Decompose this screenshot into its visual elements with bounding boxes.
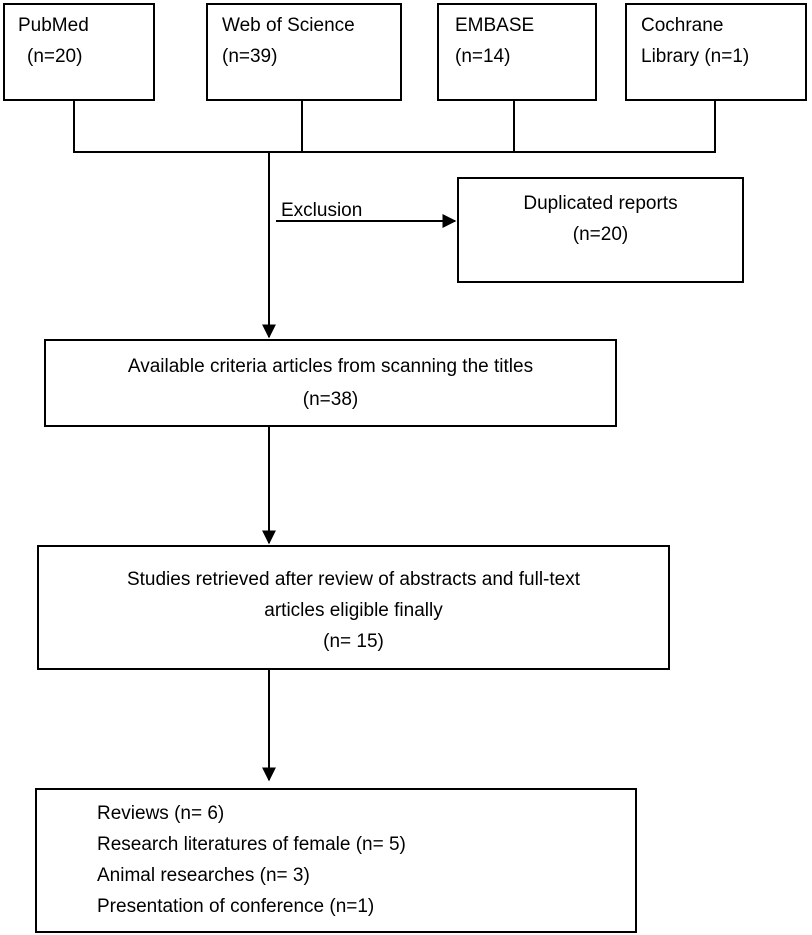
source-name-pubmed: PubMed — [18, 15, 89, 36]
excluded-item-female-research: Research literatures of female (n= 5) — [97, 834, 406, 855]
source-count-web-of-science: (n=39) — [222, 46, 278, 67]
source-box-embase — [437, 3, 597, 101]
available-articles-title: Available criteria articles from scannin… — [127, 356, 534, 377]
studies-retrieved-count: (n= 15) — [323, 631, 384, 652]
exclusion-label: Exclusion — [281, 200, 363, 221]
available-articles-count: (n=38) — [302, 389, 359, 410]
studies-retrieved-box — [37, 545, 670, 670]
duplicated-reports-title: Duplicated reports — [523, 193, 678, 214]
source-name-web-of-science: Web of Science — [222, 15, 355, 36]
source-box-pubmed — [3, 3, 155, 101]
source-count-embase: (n=14) — [455, 46, 511, 67]
studies-retrieved-line1: Studies retrieved after review of abstra… — [126, 569, 581, 590]
source-count-cochrane: Library (n=1) — [641, 46, 750, 67]
source-box-cochrane — [625, 3, 807, 101]
source-count-pubmed: (n=20) — [27, 46, 83, 67]
excluded-item-conference: Presentation of conference (n=1) — [97, 896, 375, 917]
excluded-item-reviews: Reviews (n= 6) — [97, 803, 225, 824]
duplicated-reports-count: (n=20) — [572, 224, 629, 245]
excluded-categories-box — [35, 788, 637, 933]
source-box-web-of-science — [206, 3, 402, 101]
excluded-item-animal-research: Animal researches (n= 3) — [97, 865, 310, 886]
source-name-embase: EMBASE — [455, 15, 535, 36]
studies-retrieved-line2: articles eligible finally — [264, 600, 443, 621]
available-articles-box — [44, 339, 617, 427]
duplicated-reports-box — [457, 177, 744, 283]
source-name-cochrane: Cochrane — [641, 15, 724, 36]
